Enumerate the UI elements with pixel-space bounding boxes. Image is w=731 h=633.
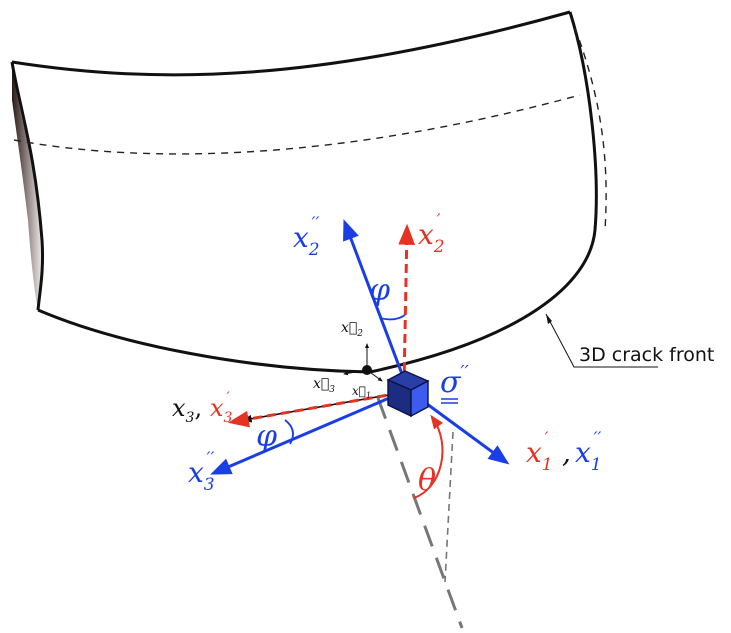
local-frame [343,343,383,382]
local-x3-label: x⃗3 [313,376,335,395]
x1-comma: , [562,436,571,469]
crack-surface [10,10,607,374]
x3-prime-arrow [227,391,401,428]
crack-front-label: 3D crack front [579,344,714,366]
crack-left-edge [10,61,45,311]
theta-long-dashed-line [376,397,464,629]
crack-point-dot [362,365,372,375]
x3-label: x3, [172,394,202,426]
x3-double-prime-arrow [210,388,409,475]
crack-right-edge [369,11,598,374]
crack-left-edge-shading [12,62,43,310]
x3-prime-label: x3′ [210,390,233,426]
cube-right [410,379,429,418]
x2-prime-label: x2′ [418,211,445,257]
theta-arc [413,414,444,499]
phi-arc-top [379,314,406,321]
phi-left-label: φ [256,419,277,454]
sigma-label: σ′′ [440,362,469,400]
crack-top-edge [11,10,571,77]
x2-double-prime-label: x2′′ [293,214,320,260]
crack-front-line [37,308,371,374]
x2-double-prime-arrow [343,219,410,391]
phi-top-label: φ [369,273,390,308]
crack-surface-fill [12,12,597,372]
stress-cube [386,370,430,418]
hidden-midline [13,94,581,155]
crack-front-leader [545,313,658,368]
theta-short-dashed-line [444,431,454,583]
x1-prime-label: x1′ [526,429,553,475]
local-x2-label: x⃗2 [341,320,363,339]
x2-prime-arrow [398,223,416,386]
crack-front-leader-head [546,314,552,324]
local-x1-label: x⃗1 [352,384,371,400]
theta-label: θ [418,463,436,498]
phi-arc-left [284,419,294,445]
x1-double-prime-label: x1′′ [575,429,602,475]
x3-double-prime-label: x3′′ [188,449,215,495]
hidden-right-edge [574,27,607,231]
theta-reference-lines [376,397,464,629]
